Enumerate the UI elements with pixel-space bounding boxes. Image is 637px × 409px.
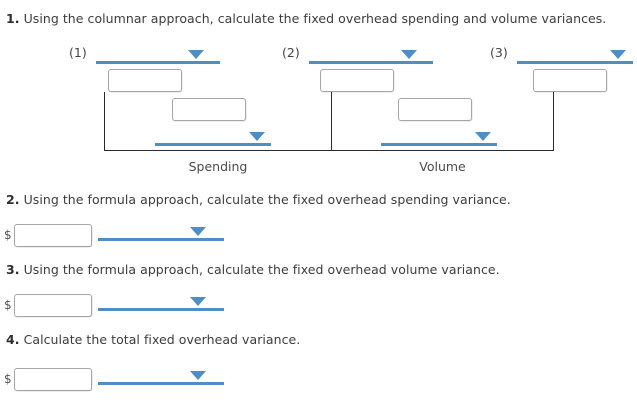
question-2-currency-symbol: $: [4, 228, 12, 242]
question-3-prompt: 3. Using the formula approach, calculate…: [6, 262, 500, 277]
select-underline: [309, 61, 433, 64]
chevron-down-icon: [401, 50, 417, 59]
question-2-number: 2.: [6, 192, 20, 207]
select-underline: [98, 308, 224, 311]
column-2-amount-input[interactable]: [320, 69, 394, 92]
volume-variance-formula-select[interactable]: [98, 293, 224, 311]
chevron-down-icon: [190, 371, 206, 380]
column-3-label: (3): [490, 45, 508, 60]
question-4-currency-symbol: $: [4, 372, 12, 386]
column-2-label-select[interactable]: [309, 46, 433, 64]
chevron-down-icon: [188, 50, 204, 59]
chevron-down-icon: [475, 132, 491, 141]
total-variance-select[interactable]: [98, 367, 224, 385]
volume-bracket-caption: Volume: [419, 159, 466, 174]
volume-variance-select[interactable]: [381, 128, 497, 146]
spending-volume-shared-divider-line: [331, 92, 332, 151]
column-3-label-select[interactable]: [517, 46, 633, 64]
column-1-amount-input[interactable]: [108, 69, 182, 92]
column-1-label: (1): [69, 45, 87, 60]
question-1-number: 1.: [6, 11, 20, 26]
spending-bracket-caption: Spending: [188, 159, 248, 174]
volume-bracket-right-line: [553, 92, 554, 151]
spending-variance-formula-select[interactable]: [98, 223, 224, 241]
select-underline: [98, 238, 224, 241]
question-4-prompt: 4. Calculate the total fixed overhead va…: [6, 332, 300, 347]
question-1-prompt: 1. Using the columnar approach, calculat…: [6, 11, 606, 26]
question-1-text: Using the columnar approach, calculate t…: [23, 11, 607, 26]
question-4-number: 4.: [6, 332, 20, 347]
question-4-text: Calculate the total fixed overhead varia…: [23, 332, 301, 347]
chevron-down-icon: [190, 227, 206, 236]
column-1-label-select[interactable]: [96, 46, 220, 64]
select-underline: [96, 61, 220, 64]
question-2-text: Using the formula approach, calculate th…: [23, 192, 511, 207]
column-3-amount-input[interactable]: [533, 69, 607, 92]
question-2-prompt: 2. Using the formula approach, calculate…: [6, 192, 511, 207]
spending-variance-amount-input[interactable]: [172, 98, 246, 121]
total-variance-input[interactable]: [14, 368, 92, 391]
spending-bracket-left-line: [104, 92, 105, 151]
select-underline: [155, 143, 271, 146]
column-2-label: (2): [282, 45, 300, 60]
spending-variance-select[interactable]: [155, 128, 271, 146]
chevron-down-icon: [610, 50, 626, 59]
chevron-down-icon: [190, 297, 206, 306]
question-3-currency-symbol: $: [4, 298, 12, 312]
question-3-text: Using the formula approach, calculate th…: [23, 262, 500, 277]
volume-variance-formula-input[interactable]: [14, 294, 92, 317]
volume-bracket-bottom-line: [331, 150, 554, 151]
volume-variance-amount-input[interactable]: [398, 98, 472, 121]
question-3-number: 3.: [6, 262, 20, 277]
select-underline: [517, 61, 633, 64]
select-underline: [381, 143, 497, 146]
spending-bracket-bottom-line: [104, 150, 332, 151]
select-underline: [98, 382, 224, 385]
chevron-down-icon: [249, 132, 265, 141]
spending-variance-formula-input[interactable]: [14, 224, 92, 247]
